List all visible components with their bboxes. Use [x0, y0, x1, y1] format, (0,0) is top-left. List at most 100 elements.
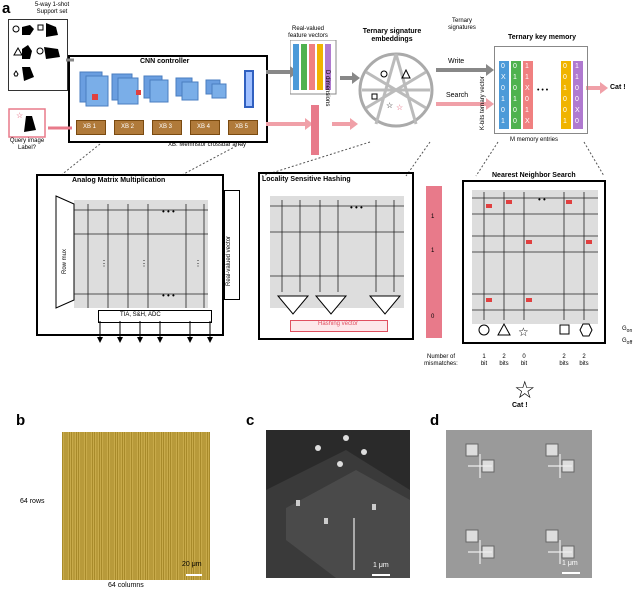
memory-bit: 0	[563, 107, 567, 114]
memory-bit: 0	[513, 107, 517, 114]
xb-block: XB 3	[152, 120, 182, 135]
support-set-box	[8, 19, 68, 91]
svg-text:☆: ☆	[386, 101, 393, 110]
memory-bit: X	[575, 107, 580, 114]
support-set-label: 5-way 1-shot Support set	[34, 2, 70, 15]
amm-title: Analog Matrix Multiplication	[72, 177, 166, 184]
nns-box	[462, 180, 606, 344]
amm-box	[36, 174, 224, 336]
hashing-vector-box	[290, 320, 388, 332]
mismatch-value: 0 bit	[520, 354, 528, 367]
memory-bit: 0	[513, 85, 517, 92]
memory-bit: 0	[513, 63, 517, 70]
nns-grid: • • ☆	[472, 192, 598, 339]
memory-bit: 0	[575, 96, 579, 103]
memory-bit: 1	[575, 74, 579, 81]
search-bit-3: 0	[431, 314, 435, 320]
xb-label: XB 4	[197, 124, 211, 130]
memory-bit: 0	[501, 63, 505, 70]
search-label: Search	[446, 92, 469, 99]
svg-text:☆: ☆	[396, 103, 403, 112]
memory-bit: 0	[575, 118, 579, 125]
dashed-connectors	[59, 141, 605, 177]
memory-bit: 0	[575, 85, 579, 92]
memory-bit: X	[525, 85, 530, 92]
memory-bit: 0	[563, 96, 567, 103]
memory-bit: 1	[525, 74, 529, 81]
feature-vectors-label: Real-valued feature vectors	[288, 26, 328, 39]
xb-label: XB 3	[159, 124, 173, 130]
input-arrows	[48, 58, 608, 130]
row-mux-label: Row mux	[62, 248, 68, 274]
mismatch-value: 2 bits	[559, 354, 569, 367]
final-answer: Cat !	[512, 402, 528, 409]
lsh-grid: • • •	[270, 200, 404, 315]
g-off-label: Goff	[622, 338, 632, 346]
svg-text:• • •: • • •	[162, 291, 175, 300]
sem-c-features	[266, 435, 410, 578]
svg-text:☆: ☆	[16, 111, 23, 120]
g-off-text: G	[622, 338, 627, 344]
memory-bit: 1	[525, 107, 529, 114]
svg-text:⋮: ⋮	[194, 259, 202, 268]
xb-label: XB 5	[235, 124, 249, 130]
memory-bit: 1	[563, 118, 567, 125]
memory-bit: 0	[501, 85, 505, 92]
tia-box	[98, 310, 212, 323]
memory-bit: 0	[563, 63, 567, 70]
memory-bit: 1	[501, 96, 505, 103]
search-bit-2: 1	[431, 248, 435, 254]
cat-answer-top: Cat !	[610, 84, 626, 91]
memory-bit: X	[501, 74, 506, 81]
panel-b-letter: b	[16, 412, 26, 429]
memory-bit: X	[525, 118, 530, 125]
g-on-sub: on	[626, 328, 633, 335]
real-valued-vector-label: Real-valued vector	[226, 235, 232, 286]
key-memory-title: Ternary key memory	[508, 34, 576, 41]
memory-bit: 0	[513, 118, 517, 125]
nns-array-bg	[472, 190, 598, 324]
memory-bit: 1	[513, 74, 517, 81]
cnn-title: CNN controller	[140, 58, 190, 65]
mismatch-label: Number of mismatches:	[424, 354, 458, 367]
svg-text:• •: • •	[538, 195, 546, 204]
g-off-sub: off	[626, 340, 633, 347]
svg-text:• • •: • • •	[162, 207, 175, 216]
mismatch-value: 1 bit	[480, 354, 488, 367]
g-on-text: G	[622, 326, 627, 332]
panel-d-letter: d	[430, 412, 440, 429]
xb-block: XB 5	[228, 120, 258, 135]
k-bits-label: K-bits ternary vector	[480, 76, 486, 130]
winner-star: ☆	[514, 377, 536, 402]
search-bit-1: 1	[431, 214, 435, 220]
xb-label: XB 2	[121, 124, 135, 130]
d-dimensions-label: D dimensions	[324, 70, 330, 107]
m-entries-label: M memory entries	[510, 137, 559, 143]
scale-bar-d	[562, 572, 580, 574]
support-set-icons	[12, 23, 60, 81]
mismatch-value: 2 bits	[579, 354, 589, 367]
tia-label: TIA, S&H, ADC	[120, 312, 161, 318]
cnn-layers	[79, 70, 254, 108]
xb-block: XB 4	[190, 120, 220, 135]
feature-vectors	[290, 40, 337, 95]
xb-label: XB 1	[83, 124, 97, 130]
xb-caption: XB: Memristor crossbar array	[168, 142, 247, 148]
lsh-title: Locality Sensitive Hashing	[262, 176, 351, 183]
lsh-array-bg	[270, 196, 404, 308]
svg-text:☆: ☆	[514, 377, 536, 402]
real-valued-vector-box	[224, 190, 240, 300]
rows-label: 64 rows	[20, 498, 45, 505]
memory-bit: 1	[575, 63, 579, 70]
memory-bit: 1	[525, 63, 529, 70]
columns-label: 64 columns	[108, 582, 144, 589]
ternary-signatures-label: Ternary signatures	[448, 18, 476, 31]
write-label: Write	[448, 58, 465, 65]
memory-bit: 0	[501, 107, 505, 114]
svg-text:• • •: • • •	[350, 203, 363, 212]
scale-bar-b	[186, 574, 202, 576]
query-vector	[311, 105, 319, 155]
